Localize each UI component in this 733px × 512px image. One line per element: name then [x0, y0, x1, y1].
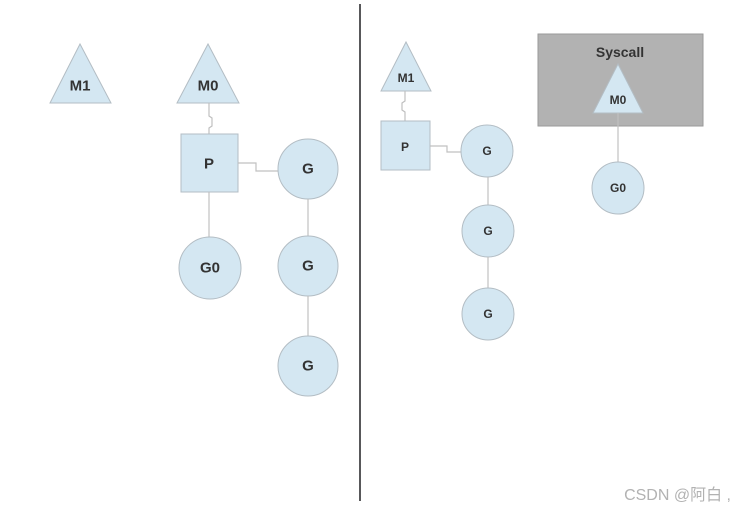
left-connector-m0-p: [208, 103, 213, 134]
left-connector-p-g: [238, 162, 278, 172]
right-g-queue2-circle: [461, 287, 515, 341]
right-g-queue2-label: G: [483, 307, 492, 321]
right-m1-triangle: [380, 40, 432, 92]
right-p-square: [380, 120, 431, 171]
right-g0-label: G0: [610, 181, 626, 195]
right-g-running-circle: [460, 124, 514, 178]
left-g-queue1-label: G: [302, 258, 314, 275]
left-m1-triangle: [49, 42, 112, 104]
right-connector-m1-p: [401, 91, 406, 121]
left-p-label: P: [204, 156, 214, 173]
left-g-queue2-circle: [277, 335, 339, 397]
right-g-queue1-label: G: [483, 224, 492, 238]
left-panel: M1 M0 P G0 G G: [49, 42, 339, 397]
left-m0-label: M0: [198, 78, 219, 95]
right-connector-p-g: [430, 145, 462, 153]
left-g0-circle: [178, 236, 242, 300]
right-g0-circle: [591, 161, 645, 215]
right-m1-label: M1: [398, 71, 415, 85]
csdn-watermark: CSDN @阿白 ,: [624, 486, 731, 504]
right-g-running-label: G: [482, 144, 491, 158]
left-g-running-label: G: [302, 161, 314, 178]
syscall-box-label: Syscall: [596, 44, 644, 60]
left-m0-triangle: [176, 42, 240, 104]
right-p-label: P: [401, 140, 409, 154]
left-p-square: [180, 133, 239, 193]
left-g0-label: G0: [200, 260, 220, 277]
right-panel: M1 P G G G Syscall: [380, 33, 704, 341]
left-g-queue2-label: G: [302, 358, 314, 375]
right-m0-label: M0: [610, 93, 627, 107]
left-m1-label: M1: [70, 78, 91, 95]
